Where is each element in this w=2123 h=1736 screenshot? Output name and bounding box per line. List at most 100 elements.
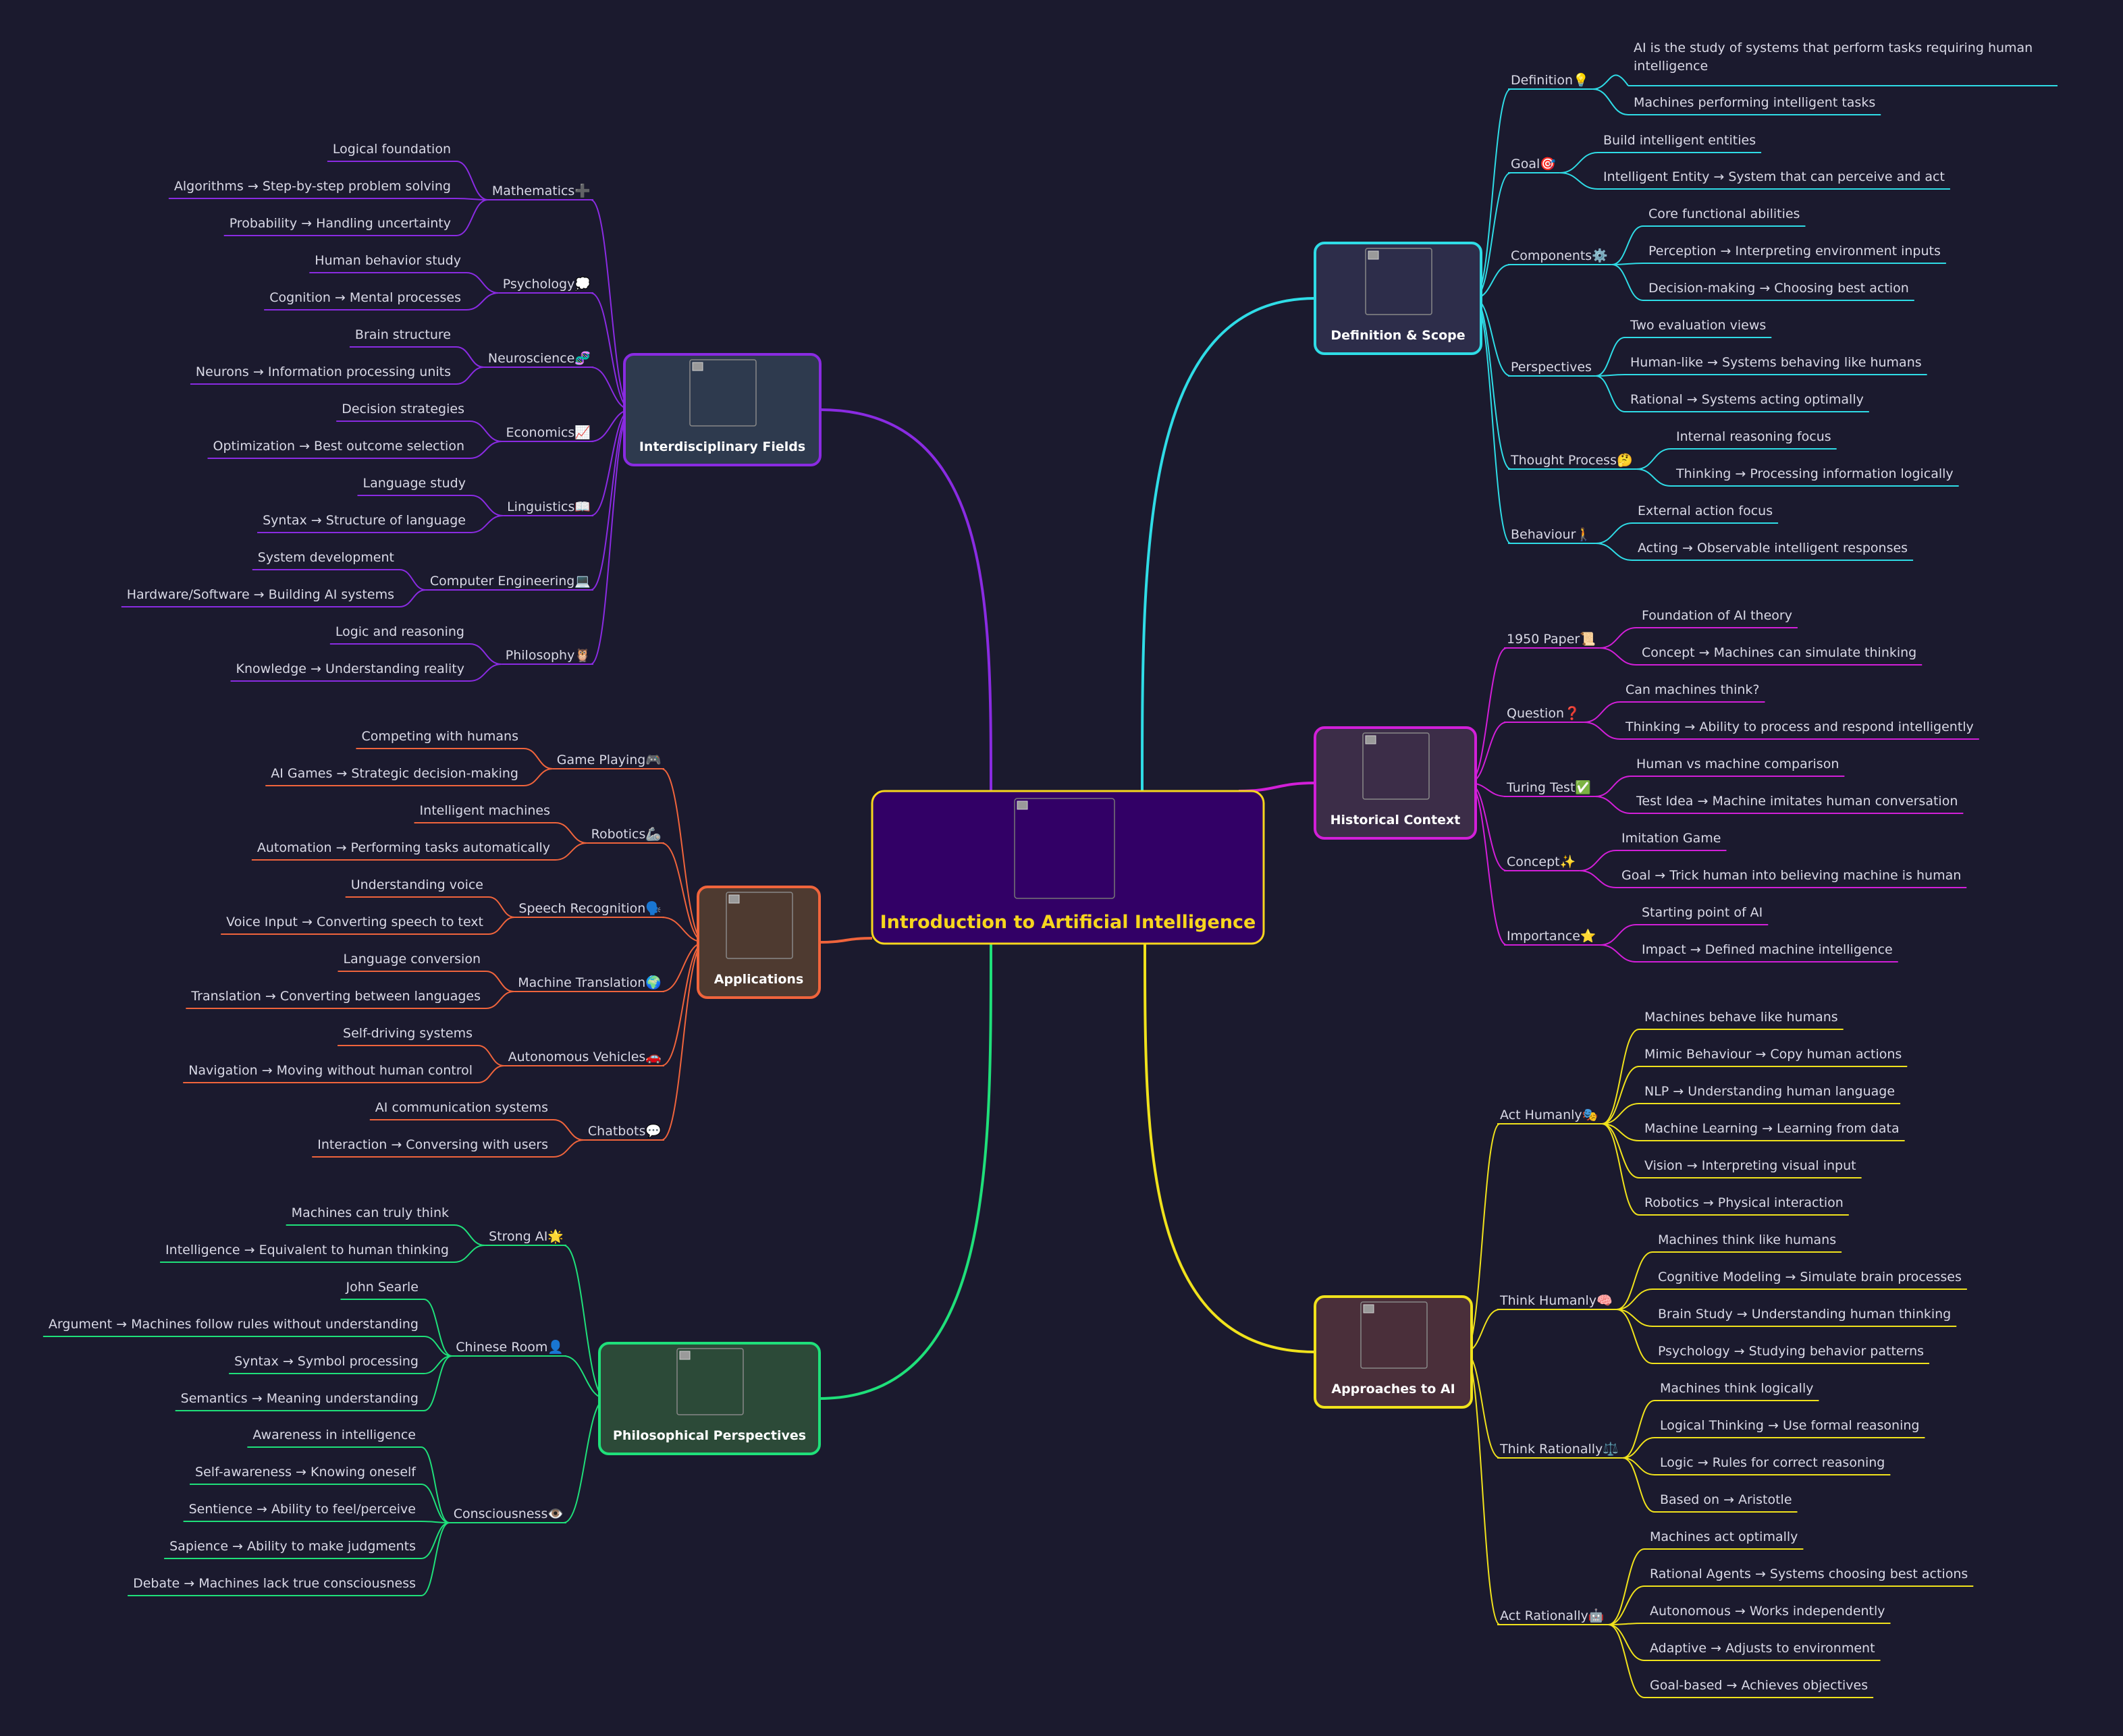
leaf-label[interactable]: Human vs machine comparison <box>1636 757 1839 771</box>
topic-label[interactable]: Linguistics📖 <box>507 499 591 514</box>
leaf-label[interactable]: Knowledge → Understanding reality <box>236 661 464 676</box>
leaf-label[interactable]: Sapience → Ability to make judgments <box>169 1539 416 1554</box>
leaf-label[interactable]: Language study <box>362 476 466 491</box>
leaf-label[interactable]: Adaptive → Adjusts to environment <box>1650 1641 1875 1656</box>
leaf-label[interactable]: Syntax → Symbol processing <box>234 1354 419 1369</box>
leaf-label[interactable]: Logic → Rules for correct reasoning <box>1660 1455 1885 1470</box>
leaf-label[interactable]: Self-driving systems <box>343 1026 473 1041</box>
leaf-label[interactable]: Starting point of AI <box>1642 905 1763 920</box>
topic-label[interactable]: Turing Test✅ <box>1506 780 1591 795</box>
topic-label[interactable]: Concept✨ <box>1507 855 1576 869</box>
topic-label[interactable]: Components⚙️ <box>1511 248 1608 263</box>
topic-label[interactable]: Importance⭐ <box>1507 928 1596 944</box>
leaf-label[interactable]: Rational Agents → Systems choosing best … <box>1650 1567 1968 1581</box>
leaf-label[interactable]: Language conversion <box>343 952 481 967</box>
leaf-label[interactable]: Syntax → Structure of language <box>263 513 466 528</box>
leaf-label[interactable]: Thinking → Processing information logica… <box>1675 466 1954 481</box>
leaf-label[interactable]: Cognition → Mental processes <box>269 290 461 305</box>
leaf-label[interactable]: Impact → Defined machine intelligence <box>1642 942 1893 957</box>
leaf-label[interactable]: Argument → Machines follow rules without… <box>49 1317 419 1332</box>
leaf-label[interactable]: Interaction → Conversing with users <box>317 1137 548 1152</box>
topic-label[interactable]: Think Rationally⚖️ <box>1499 1441 1619 1457</box>
topic-label[interactable]: Philosophy🦉 <box>506 648 591 663</box>
topic-label[interactable]: Robotics🦾 <box>591 827 662 842</box>
leaf-label[interactable]: External action focus <box>1638 504 1773 518</box>
leaf-label[interactable]: Human behavior study <box>315 253 461 268</box>
branch-node-interdisciplinary[interactable]: Interdisciplinary Fields <box>623 353 822 466</box>
topic-label[interactable]: Perspectives <box>1511 360 1592 375</box>
leaf-label[interactable]: Human-like → Systems behaving like human… <box>1630 355 1922 370</box>
leaf-label[interactable]: Machines behave like humans <box>1644 1010 1838 1025</box>
leaf-label[interactable]: Logical Thinking → Use formal reasoning <box>1660 1418 1919 1433</box>
topic-label[interactable]: Game Playing🎮 <box>557 753 662 767</box>
leaf-label[interactable]: Sentience → Ability to feel/perceive <box>189 1502 416 1517</box>
leaf-label[interactable]: Rational → Systems acting optimally <box>1630 392 1864 407</box>
leaf-label[interactable]: Core functional abilities <box>1648 207 1800 221</box>
topic-label[interactable]: Psychology💭 <box>503 276 591 292</box>
leaf-label[interactable]: Automation → Performing tasks automatica… <box>257 840 550 855</box>
topic-label[interactable]: Strong AI🌟 <box>489 1228 564 1244</box>
leaf-label[interactable]: Internal reasoning focus <box>1676 429 1831 444</box>
leaf-label[interactable]: Understanding voice <box>351 877 483 892</box>
leaf-label[interactable]: Semantics → Meaning understanding <box>181 1391 419 1406</box>
leaf-label[interactable]: Decision strategies <box>342 402 464 416</box>
topic-label[interactable]: Act Rationally🤖 <box>1500 1608 1605 1623</box>
topic-label[interactable]: Behaviour🚶 <box>1511 526 1592 542</box>
topic-label[interactable]: 1950 Paper📜 <box>1507 632 1596 647</box>
leaf-label[interactable]: System development <box>258 550 394 565</box>
topic-label[interactable]: Computer Engineering💻 <box>430 574 591 589</box>
topic-label[interactable]: Economics📈 <box>506 425 591 440</box>
leaf-label[interactable]: Machines performing intelligent tasks <box>1634 95 1875 110</box>
leaf-label[interactable]: Optimization → Best outcome selection <box>213 439 464 454</box>
leaf-label[interactable]: Foundation of AI theory <box>1642 608 1792 623</box>
leaf-label[interactable]: Hardware/Software → Building AI systems <box>127 587 394 602</box>
leaf-label[interactable]: Can machines think? <box>1625 682 1759 697</box>
leaf-label[interactable]: Voice Input → Converting speech to text <box>226 915 483 929</box>
leaf-label[interactable]: Machines think like humans <box>1658 1232 1836 1247</box>
leaf-label[interactable]: Self-awareness → Knowing oneself <box>195 1465 416 1480</box>
leaf-label[interactable]: Debate → Machines lack true consciousnes… <box>133 1576 416 1591</box>
leaf-label[interactable]: Vision → Interpreting visual input <box>1644 1158 1856 1173</box>
branch-node-history[interactable]: Historical Context <box>1314 726 1477 840</box>
leaf-label[interactable]: Intelligence → Equivalent to human think… <box>165 1243 449 1257</box>
branch-node-definition[interactable]: Definition & Scope <box>1314 242 1482 355</box>
leaf-label[interactable]: Cognitive Modeling → Simulate brain proc… <box>1658 1270 1962 1284</box>
leaf-label[interactable]: Perception → Interpreting environment in… <box>1648 244 1941 259</box>
topic-label[interactable]: Chinese Room👤 <box>456 1339 564 1355</box>
root-node[interactable]: Introduction to Artificial Intelligence <box>871 790 1265 945</box>
leaf-label[interactable]: Machines think logically <box>1660 1381 1813 1396</box>
topic-label[interactable]: Thought Process🤔 <box>1510 453 1633 468</box>
leaf-label[interactable]: Probability → Handling uncertainty <box>230 216 451 231</box>
topic-label[interactable]: Speech Recognition🗣️ <box>518 900 662 916</box>
leaf-label[interactable]: Thinking → Ability to process and respon… <box>1625 720 1974 734</box>
leaf-label[interactable]: Decision-making → Choosing best action <box>1648 281 1909 296</box>
leaf-label[interactable]: Algorithms → Step-by-step problem solvin… <box>174 179 451 194</box>
leaf-label[interactable]: Goal → Trick human into believing machin… <box>1621 868 1961 883</box>
leaf-label[interactable]: Logic and reasoning <box>335 624 464 639</box>
leaf-label[interactable]: John Searle <box>345 1280 419 1295</box>
topic-label[interactable]: Question❓ <box>1507 705 1580 721</box>
branch-node-philosophy[interactable]: Philosophical Perspectives <box>598 1342 821 1455</box>
leaf-label[interactable]: Mimic Behaviour → Copy human actions <box>1644 1047 1902 1062</box>
leaf-label[interactable]: Translation → Converting between languag… <box>190 989 481 1004</box>
leaf-label[interactable]: Machines act optimally <box>1650 1529 1798 1544</box>
topic-label[interactable]: Mathematics➕ <box>492 183 591 198</box>
leaf-label[interactable]: Competing with humans <box>361 729 518 744</box>
topic-label[interactable]: Autonomous Vehicles🚗 <box>508 1050 662 1064</box>
leaf-label[interactable]: Logical foundation <box>333 142 451 157</box>
leaf-label[interactable]: Build intelligent entities <box>1603 133 1756 148</box>
leaf-label[interactable]: NLP → Understanding human language <box>1644 1084 1895 1099</box>
branch-node-applications[interactable]: Applications <box>697 886 821 999</box>
leaf-label[interactable]: Brain Study → Understanding human thinki… <box>1658 1307 1951 1322</box>
leaf-label[interactable]: Neurons → Information processing units <box>196 364 451 379</box>
leaf-label[interactable]: Robotics → Physical interaction <box>1644 1195 1844 1210</box>
leaf-label[interactable]: Psychology → Studying behavior patterns <box>1658 1344 1924 1359</box>
leaf-label[interactable]: Machines can truly think <box>292 1205 449 1220</box>
topic-label[interactable]: Machine Translation🌍 <box>518 975 662 990</box>
leaf-label[interactable]: Test Idea → Machine imitates human conve… <box>1636 794 1958 809</box>
leaf-label[interactable]: Concept → Machines can simulate thinking <box>1642 645 1916 660</box>
leaf-label[interactable]: Intelligent Entity → System that can per… <box>1603 169 1945 184</box>
topic-label[interactable]: Consciousness👁️ <box>454 1507 564 1521</box>
leaf-label[interactable]: Acting → Observable intelligent response… <box>1638 541 1908 555</box>
topic-label[interactable]: Think Humanly🧠 <box>1499 1293 1613 1308</box>
